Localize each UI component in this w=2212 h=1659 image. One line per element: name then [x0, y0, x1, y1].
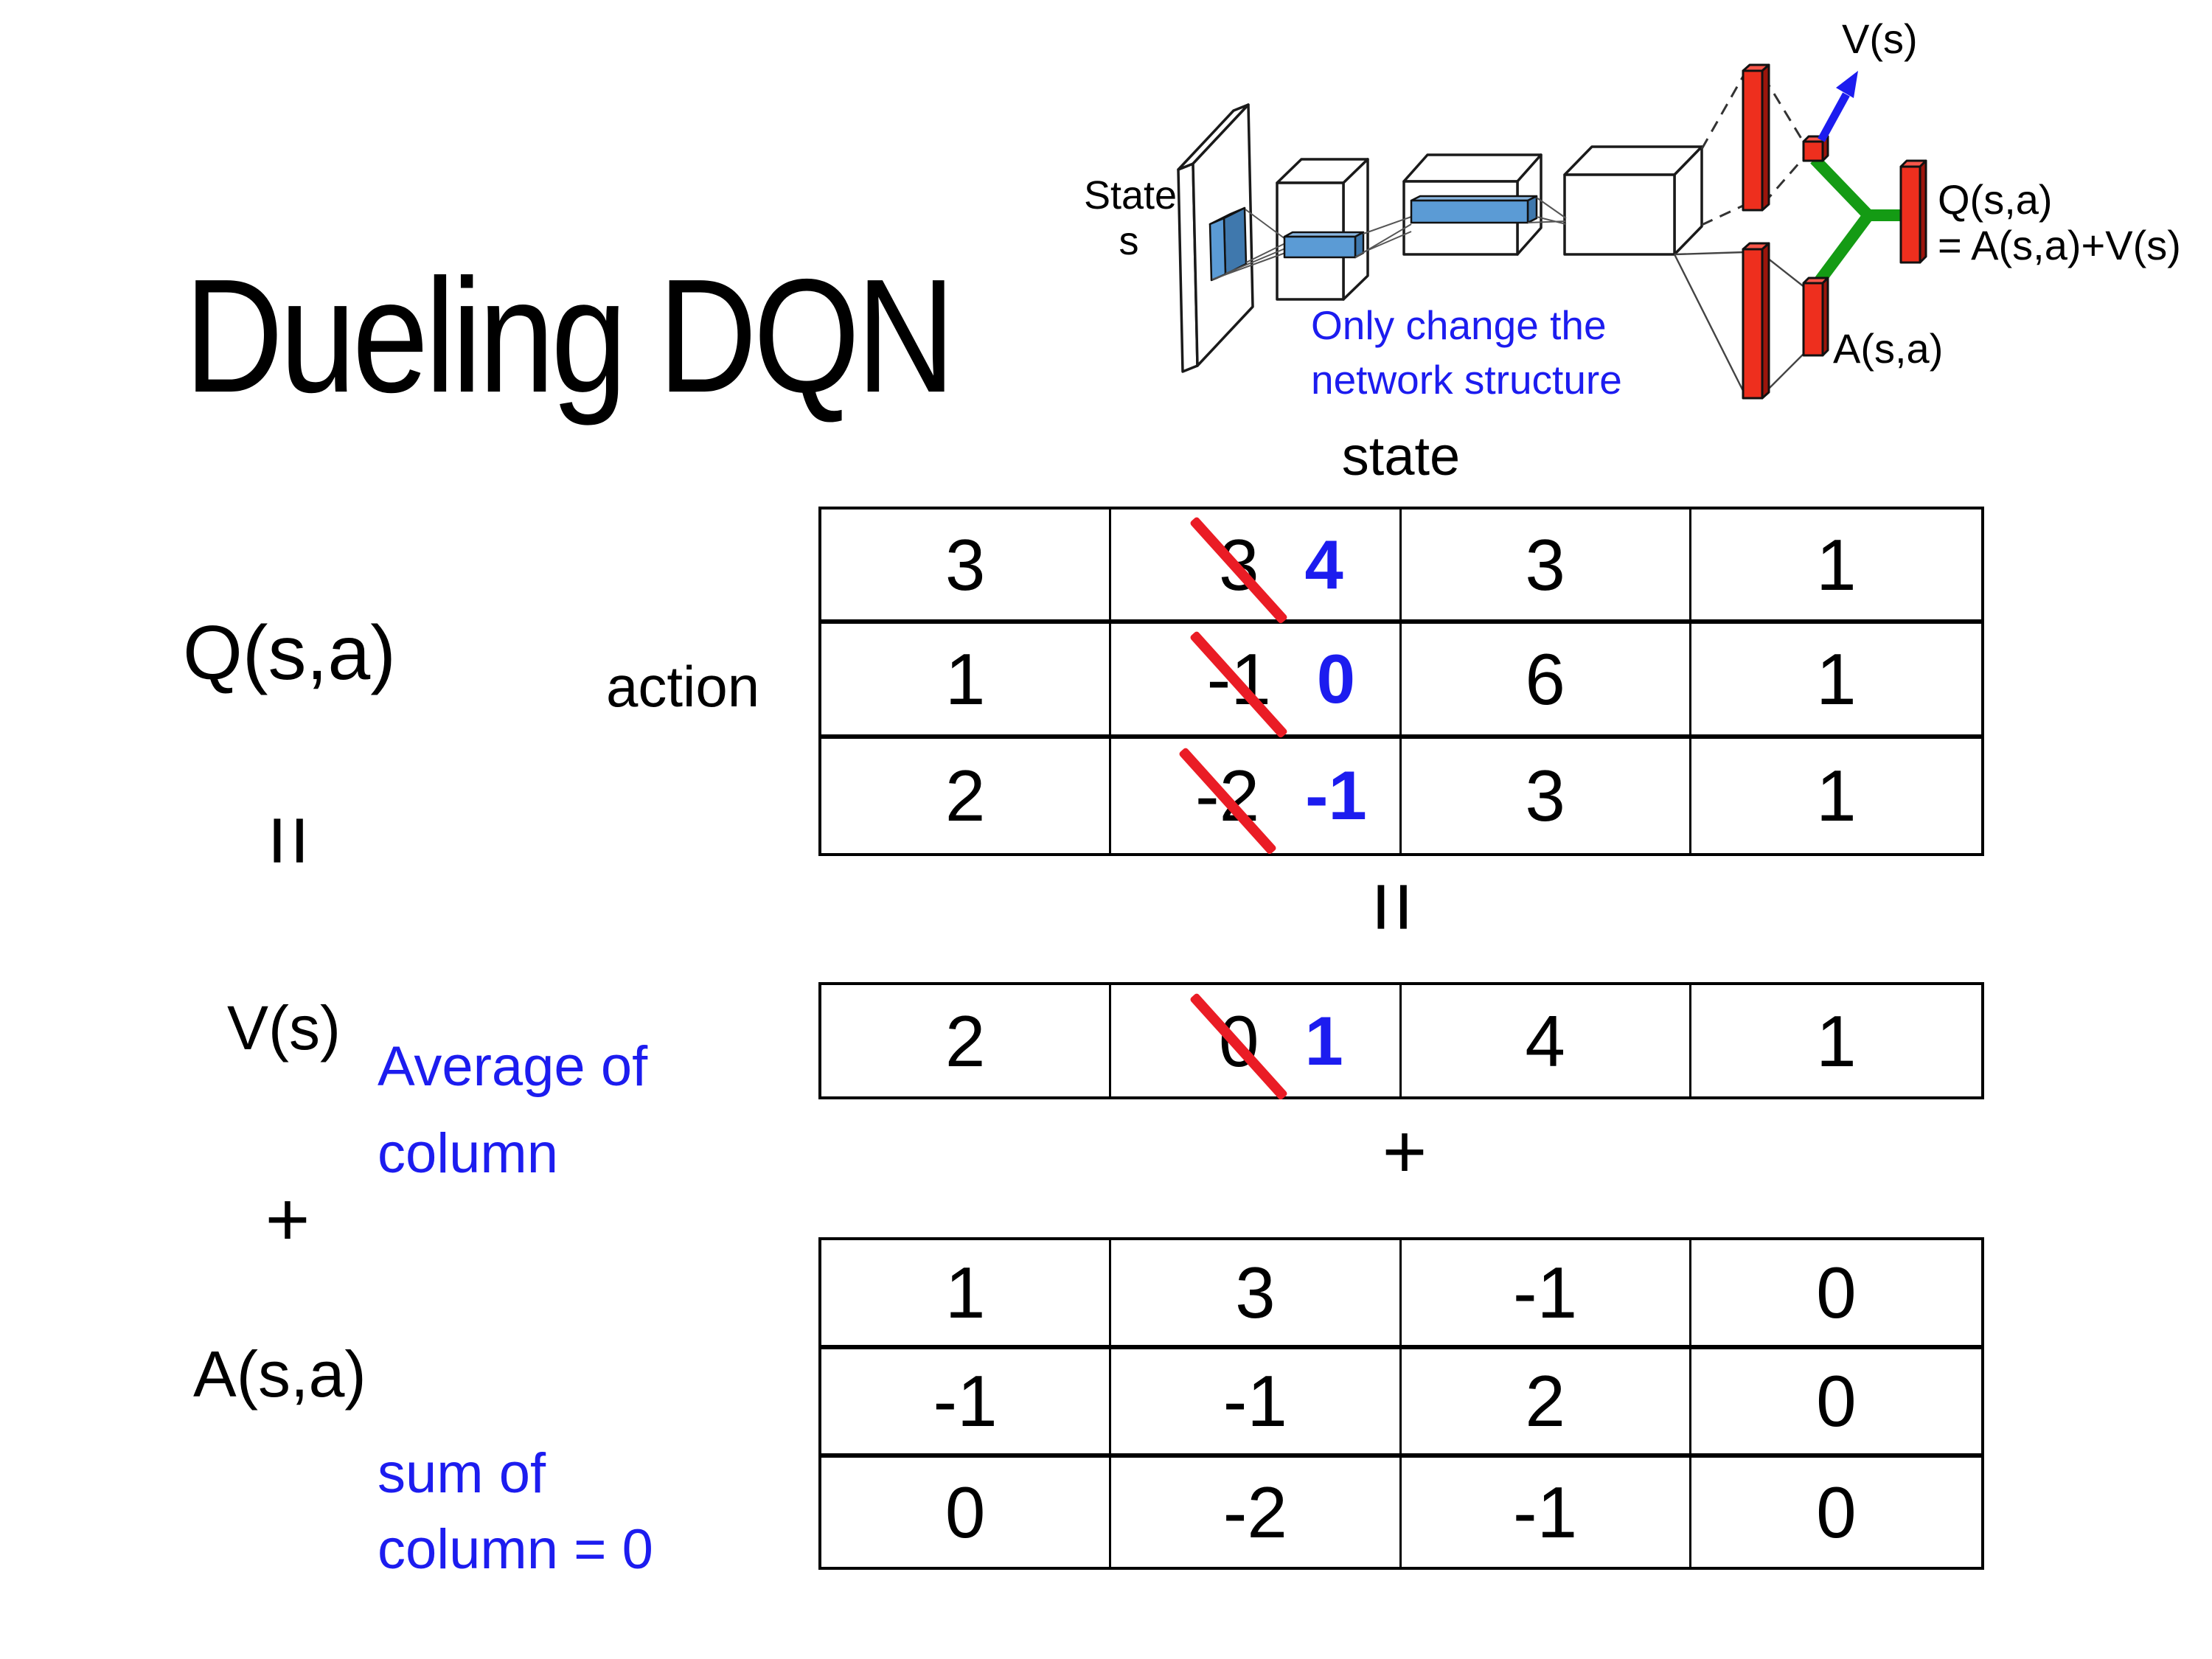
replacement-value: -1	[1305, 757, 1367, 835]
average-note-line2: column	[378, 1121, 558, 1185]
v-vector-label: V(s)	[227, 993, 341, 1062]
average-note-line1: Average of	[378, 1035, 648, 1098]
table-cell: 2	[821, 738, 1112, 853]
value-fc-bar	[1742, 63, 1770, 212]
table-cell: -1	[1402, 1458, 1691, 1567]
diagram-advantage-output-label: A(s,a)	[1833, 325, 1943, 372]
old-value-text: 3	[1218, 524, 1259, 605]
replacement-value: 0	[1316, 639, 1356, 717]
diagram-value-output-label: V(s)	[1842, 15, 1918, 62]
conv2-feature-bar	[1410, 195, 1538, 224]
advantage-stream-lines	[1673, 251, 1806, 394]
conv1-box	[1276, 158, 1369, 301]
value-stream-dashed-lines	[1700, 73, 1806, 226]
crossed-out-value: 3	[1189, 515, 1289, 625]
old-value-text: -2	[1195, 755, 1260, 837]
advantage-fc-bar	[1742, 242, 1770, 400]
equals-sign-left: =	[240, 814, 340, 867]
old-value-text: 0	[1218, 1000, 1259, 1082]
table-cell: 3	[1401, 509, 1691, 625]
crossed-out-value: -1	[1189, 630, 1289, 739]
table-cell: 1	[1816, 755, 1857, 837]
q-output-bar	[1899, 159, 1927, 264]
table-cell: -2 -1	[1111, 738, 1402, 856]
diagram-note-line1: Only change the	[1311, 302, 1607, 348]
table-cell: 0	[821, 1458, 1112, 1567]
table-cell: 1	[821, 624, 1112, 739]
value-arrow-icon	[1818, 71, 1858, 142]
table-cell: 1	[1816, 1000, 1857, 1082]
table-cell: 3	[1111, 1240, 1402, 1349]
table-cell: 3	[821, 509, 1112, 625]
diagram-q-output-label-line2: = A(s,a)+V(s)	[1938, 222, 2181, 268]
crossed-out-value: -2	[1178, 747, 1277, 856]
action-axis-label: action	[606, 654, 760, 719]
conv1-fan-lines	[1211, 209, 1286, 280]
table-cell: -1	[821, 1349, 1112, 1458]
state-axis-label: state	[1341, 425, 1461, 487]
table-cell: -2	[1111, 1458, 1402, 1567]
fc-fan-lines	[1527, 197, 1567, 225]
a-matrix-label: A(s,a)	[193, 1338, 366, 1411]
sum-note-line2: column = 0	[378, 1517, 653, 1581]
conv1-feature-bar	[1283, 231, 1365, 259]
table-cell: 1	[821, 1240, 1112, 1349]
table-cell: 0	[1691, 1240, 1981, 1349]
sum-of-column-note: sum of column = 0	[378, 1436, 653, 1587]
table-cell: -1	[1111, 1349, 1402, 1458]
table-cell: 3	[1402, 738, 1691, 853]
table-cell: 0	[1691, 1349, 1981, 1458]
old-value-text: -1	[1206, 638, 1271, 720]
diagram-q-output-label-line1: Q(s,a)	[1938, 176, 2053, 223]
table-cell: 1	[1691, 624, 1981, 739]
conv2-fan-lines	[1354, 216, 1412, 258]
input-feature-box	[1208, 206, 1248, 282]
diagram-state-label-line2: s	[1119, 219, 1139, 263]
sum-note-line1: sum of	[378, 1442, 546, 1505]
plus-sign-center: +	[1382, 1109, 1427, 1194]
fc-box	[1563, 145, 1703, 256]
average-of-column-note: Average of column	[378, 1023, 647, 1197]
crossed-out-value: 0	[1189, 992, 1289, 1101]
table-cell: 2	[1401, 1349, 1691, 1458]
table-cell: 6	[1401, 624, 1691, 739]
advantage-output-bar	[1802, 276, 1829, 357]
table-cell: 0	[1816, 1472, 1857, 1554]
table-cell: 2	[821, 985, 1112, 1096]
diagram-state-label-line1: State	[1084, 173, 1177, 218]
table-cell: -1 0	[1111, 624, 1402, 739]
plus-sign-left: +	[265, 1177, 310, 1262]
q-matrix-label: Q(s,a)	[183, 611, 396, 696]
table-cell: 1	[1691, 509, 1981, 625]
slide-title: Dueling DQN	[184, 246, 956, 426]
diagram-note-line2: network structure	[1311, 357, 1622, 403]
equals-sign-center: =	[1343, 880, 1444, 933]
table-cell: -1	[1401, 1240, 1691, 1349]
aggregation-connector	[1809, 155, 1907, 291]
replacement-value: 1	[1304, 1001, 1343, 1079]
replacement-value: 4	[1304, 525, 1343, 603]
dueling-network-diagram: State s V(s) Q(s,a) = A(s,a)+V(s) A(s,a)…	[1084, 15, 2181, 403]
table-cell: 4	[1402, 985, 1691, 1096]
